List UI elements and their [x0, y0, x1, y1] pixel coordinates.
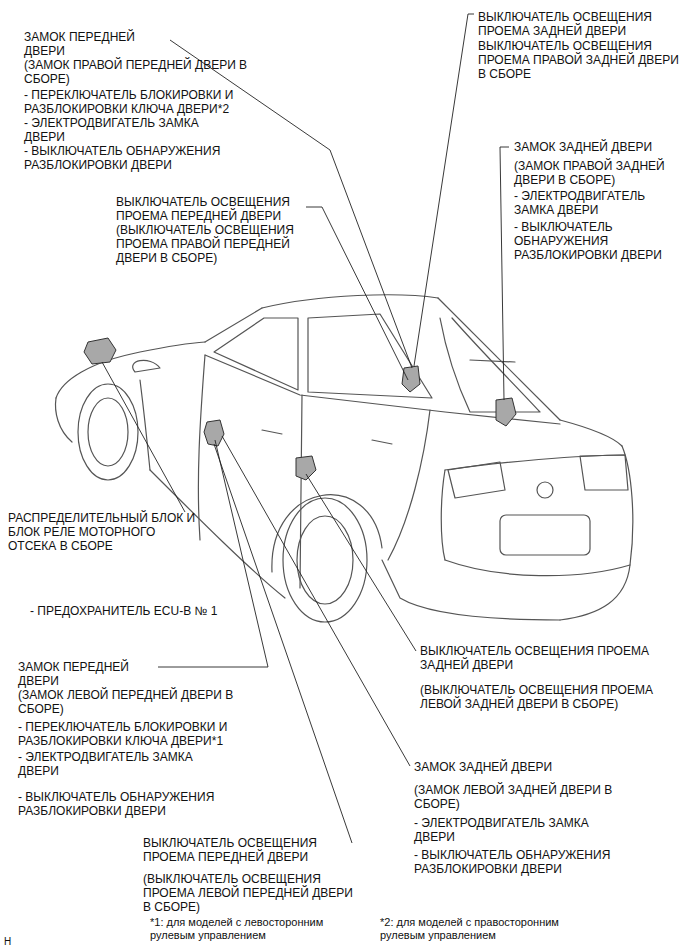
left-rear-lock: [296, 456, 316, 480]
rear-wheel-arch: [272, 495, 382, 572]
rear-door-edge: [388, 410, 430, 560]
part-label: ВЫКЛЮЧАТЕЛЬ ОСВЕЩЕНИЯ ПРОЕМА ЗАДНЕЙ ДВЕР…: [420, 644, 660, 672]
leader-line: [414, 14, 474, 366]
right-courtesy-switch: [402, 366, 420, 392]
part-label: - ПЕРЕКЛЮЧАТЕЛЬ БЛОКИРОВКИ И РАЗБЛОКИРОВ…: [24, 88, 274, 116]
part-label: ЗАМОК ПЕРЕДНЕЙ ДВЕРИ: [24, 30, 164, 58]
part-label: - ЭЛЕКТРОДВИГАТЕЛЬ ЗАМКА ДВЕРИ: [18, 750, 198, 778]
part-label: - ЭЛЕКТРОДВИГАТЕЛЬ ЗАМКА ДВЕРИ: [414, 816, 614, 844]
left-tail-light: [448, 462, 505, 498]
front-fender: [140, 380, 150, 470]
leader-line: [102, 362, 185, 512]
part-label: - ЭЛЕКТРОДВИГАТЕЛЬ ЗАМКА ДВЕРИ: [514, 189, 674, 217]
part-label: ВЫКЛЮЧАТЕЛЬ ОСВЕЩЕНИЯ ПРОЕМА ПРАВОЙ ЗАДН…: [478, 39, 683, 81]
front-door-edge: [198, 355, 205, 540]
right-tail-light: [580, 455, 628, 490]
part-label: (ЗАМОК ЛЕВОЙ ПЕРЕДНЕЙ ДВЕРИ В СБОРЕ): [18, 688, 268, 716]
part-label: (ЗАМОК ЛЕВОЙ ЗАДНЕЙ ДВЕРИ В СБОРЕ): [414, 783, 654, 811]
roof-line: [262, 295, 438, 308]
relay-block: [84, 338, 116, 364]
rear-seat-line: [470, 360, 515, 362]
part-label: ВЫКЛЮЧАТЕЛЬ ОСВЕЩЕНИЯ ПРОЕМА ПЕРЕДНЕЙ ДВ…: [116, 195, 301, 223]
front-wheel: [78, 384, 138, 480]
footnote: *2: для моделей с правосторонним рулевым…: [380, 916, 600, 942]
part-label: (ВЫКЛЮЧАТЕЛЬ ОСВЕЩЕНИЯ ПРОЕМА ЛЕВОЙ ЗАДН…: [420, 683, 660, 711]
rear-door-handle: [372, 440, 392, 444]
part-label: ЗАМОК ЗАДНЕЙ ДВЕРИ: [514, 140, 682, 154]
rear-bumper: [445, 560, 630, 576]
part-label: ВЫКЛЮЧАТЕЛЬ ОСВЕЩЕНИЯ ПРОЕМА ЗАДНЕЙ ДВЕР…: [478, 10, 678, 38]
part-label: ЗАМОК ЗАДНЕЙ ДВЕРИ: [414, 760, 654, 774]
leader-line: [306, 207, 408, 380]
part-label: - ВЫКЛЮЧАТЕЛЬ ОБНАРУЖЕНИЯ РАЗБЛОКИРОВКИ …: [514, 220, 682, 262]
front-wheel-rim: [88, 398, 128, 466]
footnote: *1: для моделей с левосторонним рулевым …: [150, 916, 370, 942]
leader-line: [222, 436, 410, 766]
rear-right-edge: [560, 446, 633, 620]
hood-line: [56, 342, 205, 398]
part-label: ЗАМОК ПЕРЕДНЕЙ ДВЕРИ: [18, 660, 153, 688]
part-label: - ВЫКЛЮЧАТЕЛЬ ОБНАРУЖЕНИЯ РАЗБЛОКИРОВКИ …: [414, 848, 654, 876]
rear-side-window: [308, 314, 432, 398]
part-label: (ВЫКЛЮЧАТЕЛЬ ОСВЕЩЕНИЯ ПРОЕМА ЛЕВОЙ ПЕРЕ…: [143, 872, 363, 914]
part-label: (ЗАМОК ПРАВОЙ ЗАДНЕЙ ДВЕРИ В СБОРЕ): [514, 159, 682, 187]
part-label: - ЭЛЕКТРОДВИГАТЕЛЬ ЗАМКА ДВЕРИ: [24, 116, 204, 144]
leader-lines: [102, 14, 509, 843]
left-front-lock: [204, 420, 224, 446]
part-label: - ВЫКЛЮЧАТЕЛЬ ОБНАРУЖЕНИЯ РАЗБЛОКИРОВКИ …: [18, 790, 248, 818]
part-label: РАСПРЕДЕЛИТЕЛЬНЫЙ БЛОК И БЛОК РЕЛЕ МОТОР…: [8, 511, 198, 553]
license-recess: [500, 515, 590, 555]
part-label: (ВЫКЛЮЧАТЕЛЬ ОСВЕЩЕНИЯ ПРОЕМА ПРАВОЙ ПЕР…: [116, 223, 301, 265]
leader-line: [214, 444, 352, 843]
part-label: ВЫКЛЮЧАТЕЛЬ ОСВЕЩЕНИЯ ПРОЕМА ПЕРЕДНЕЙ ДВ…: [143, 836, 343, 864]
leader-line: [306, 474, 416, 651]
front-corner: [56, 398, 72, 442]
part-label: - ПРЕДОХРАНИТЕЛЬ ECU-B № 1: [30, 604, 290, 618]
door-seam: [300, 395, 302, 588]
leader-line: [500, 147, 509, 400]
rear-wheel-rim: [297, 516, 353, 604]
rocker-line: [150, 470, 285, 598]
rear-wheel: [283, 498, 367, 622]
part-label: - ПЕРЕКЛЮЧАТЕЛЬ БЛОКИРОВКИ И РАЗБЛОКИРОВ…: [18, 720, 268, 748]
front-door-handle: [262, 430, 282, 434]
trunk-lid: [560, 420, 622, 446]
car-body: [56, 295, 633, 622]
front-side-window: [214, 318, 298, 390]
parts: [84, 338, 516, 480]
side-mirror: [133, 360, 160, 372]
figure-code: H: [4, 936, 34, 948]
emblem: [537, 482, 553, 498]
right-rear-lock: [496, 398, 516, 426]
rear-window: [440, 318, 540, 412]
rear-quarter: [382, 560, 560, 620]
part-label: - ВЫКЛЮЧАТЕЛЬ ОБНАРУЖЕНИЯ РАЗБЛОКИРОВКИ …: [24, 144, 254, 172]
trunk-edge: [445, 455, 625, 470]
part-label: (ЗАМОК ПРАВОЙ ПЕРЕДНЕЙ ДВЕРИ В СБОРЕ): [24, 58, 274, 86]
rear-left-edge: [441, 470, 445, 560]
